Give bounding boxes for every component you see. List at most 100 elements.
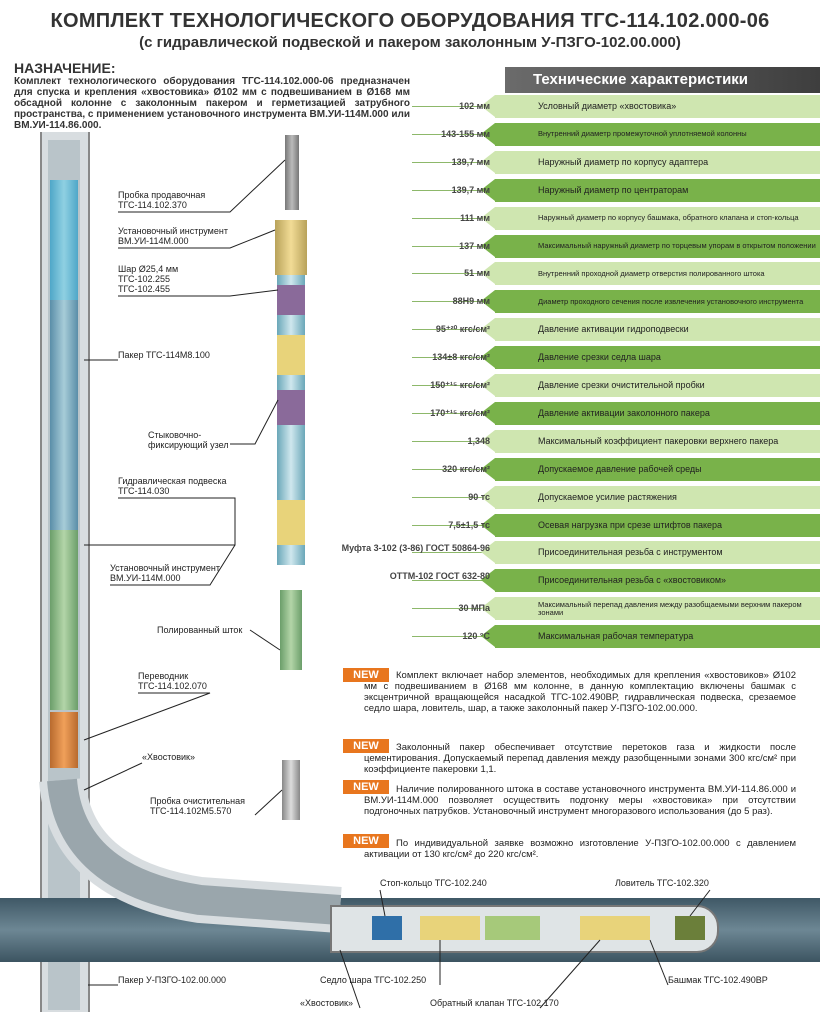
spec-divider — [412, 412, 496, 414]
crossover-illustration — [50, 712, 78, 768]
spec-bar — [481, 178, 820, 202]
docking-unit-illustration — [277, 390, 305, 425]
spec-divider — [412, 636, 496, 638]
news-item: Наличие полированного штока в составе ус… — [364, 784, 796, 817]
spec-bar — [481, 597, 820, 621]
spec-divider — [412, 161, 496, 163]
part-illustration — [277, 500, 305, 545]
label-ball-seat: Седло шара ТГС-102.250 — [320, 975, 427, 985]
spec-description: Допускаемое усилие растяжения — [538, 491, 677, 502]
spec-divider — [412, 552, 496, 554]
spec-bar — [481, 429, 820, 453]
spec-divider — [412, 273, 496, 275]
new-badge: NEW — [343, 834, 389, 848]
spec-description: Максимальный коэффициент пакеровки верхн… — [538, 435, 779, 446]
spec-description: Допускаемое давление рабочей среды — [538, 463, 702, 474]
spec-bar — [481, 262, 820, 286]
ball-seat-bottom-illustration — [420, 916, 480, 940]
spec-value: 170⁺¹⁵ кгс/см² — [430, 407, 490, 418]
new-badge: NEW — [343, 739, 389, 753]
spec-divider — [412, 301, 496, 303]
spec-divider — [412, 133, 496, 135]
polished-rod-illustration — [280, 590, 302, 670]
spec-bar — [481, 346, 820, 370]
spec-description: Максимальная рабочая температура — [538, 631, 694, 642]
label-polished-rod: Полированный шток — [157, 625, 243, 635]
check-valve-illustration — [580, 916, 650, 940]
spec-value: 143-155 мм — [441, 128, 490, 139]
spec-divider — [412, 106, 496, 107]
spec-bar — [481, 457, 820, 481]
spec-bar — [481, 569, 820, 593]
spec-value: 102 мм — [459, 101, 490, 111]
spec-bar — [481, 150, 820, 174]
label-packer-upzgo: Пакер У-ПЗГО-102.00.000 — [118, 975, 227, 985]
spec-divider — [412, 580, 496, 582]
new-badge: NEW — [343, 780, 389, 794]
label-stop-ring: Стоп-кольцо ТГС-102.240 — [380, 878, 487, 888]
spec-divider — [412, 468, 496, 470]
spec-description: Внутренний проходной диаметр отверстия п… — [538, 268, 765, 278]
spec-description: Присоединительная резьба с инструментом — [538, 547, 723, 558]
spec-description: Диаметр проходного сечения после извлече… — [538, 296, 804, 306]
spec-row: 102 мм Условный диаметр «хвостовика» — [0, 95, 820, 118]
news-item: Комплект включает набор элементов, необх… — [364, 670, 796, 714]
spec-description: Присоединительная резьба с «хвостовиком» — [538, 575, 727, 586]
spec-description: Наружный диаметр по центраторам — [538, 184, 689, 195]
purpose-heading: НАЗНАЧЕНИЕ: — [14, 60, 116, 76]
part-illustration — [277, 335, 305, 375]
spec-description: Условный диаметр «хвостовика» — [538, 101, 677, 111]
ball-seat-illustration — [277, 285, 305, 315]
purpose-text: Комплект технологического оборудования Т… — [14, 76, 410, 131]
spec-bar — [481, 122, 820, 146]
page-title: КОМПЛЕКТ ТЕХНОЛОГИЧЕСКОГО ОБОРУДОВАНИЯ Т… — [50, 10, 770, 32]
spec-value: 139,7 мм — [451, 156, 490, 167]
wiper-plug-illustration — [285, 135, 299, 210]
spec-bar — [481, 541, 820, 565]
news-item: Заколонный пакер обеспечивает отсутствие… — [364, 742, 796, 775]
label-liner-1: «Хвостовик» — [142, 752, 195, 762]
spec-divider — [412, 440, 496, 442]
spec-value: 30 МПа — [458, 603, 490, 614]
label-liner-2: «Хвостовик» — [300, 998, 353, 1008]
spec-description: Давление срезки седла шара — [538, 352, 661, 363]
spec-divider — [412, 496, 496, 498]
spec-bar — [481, 485, 820, 509]
spec-value: 1,348 — [467, 435, 490, 446]
label-docking-unit: Стыковочно-фиксирующий узел — [148, 430, 229, 450]
label-catcher: Ловитель ТГС-102.320 — [615, 878, 709, 888]
specs-heading-bar: Технические характеристики — [505, 67, 820, 93]
spec-description: Наружный диаметр по корпусу адаптера — [538, 156, 709, 167]
spec-bar — [481, 95, 820, 118]
spec-divider — [412, 357, 496, 359]
spec-description: Давление срезки очистительной пробки — [538, 380, 705, 390]
spec-bar — [481, 290, 820, 314]
spec-bar — [481, 318, 820, 342]
spec-bar — [481, 374, 820, 397]
spec-bar — [481, 513, 820, 537]
spec-divider — [412, 245, 496, 247]
spec-value: 150⁺¹⁵ кгс/см² — [430, 380, 490, 390]
spec-value: 137 мм — [459, 240, 490, 251]
spec-divider — [412, 608, 496, 610]
spec-row: 1,348 Максимальный коэффициент пакеровки … — [0, 429, 820, 453]
